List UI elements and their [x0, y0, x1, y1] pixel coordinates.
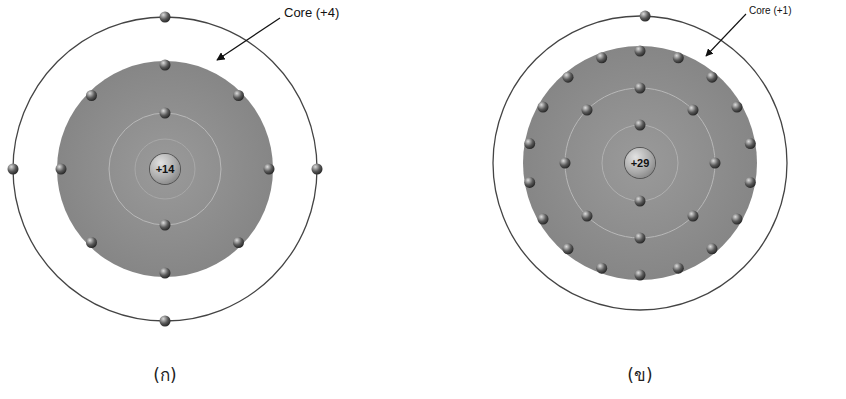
electron	[160, 316, 171, 327]
electron	[563, 72, 574, 83]
figure-label: (ข)	[627, 366, 652, 385]
atom-core	[57, 61, 273, 277]
electron	[582, 105, 593, 116]
electron	[160, 220, 171, 231]
inner-orbit	[565, 88, 715, 238]
electron	[160, 12, 171, 23]
core-label: Core (+4)	[284, 6, 339, 20]
electron	[635, 83, 646, 94]
electron	[640, 11, 651, 22]
electron	[635, 233, 646, 244]
electron	[264, 164, 275, 175]
electron	[707, 72, 718, 83]
inner-orbit	[135, 139, 195, 199]
electron	[56, 164, 67, 175]
electron	[160, 108, 171, 119]
electron	[563, 243, 574, 254]
leader-line	[706, 14, 746, 56]
atom-core	[523, 46, 757, 280]
electron	[635, 270, 646, 281]
valence-orbit	[13, 17, 317, 321]
electron	[710, 158, 721, 169]
electron	[538, 214, 549, 225]
nucleus-circle: +14	[150, 154, 180, 184]
inner-orbit	[109, 113, 221, 225]
electron	[560, 158, 571, 169]
electron	[596, 263, 607, 274]
electron	[596, 52, 607, 63]
electron	[732, 102, 743, 113]
electron	[688, 211, 699, 222]
electron	[160, 60, 171, 71]
electron	[688, 105, 699, 116]
nucleus-charge: +29	[631, 158, 650, 169]
electron	[524, 177, 535, 188]
nucleus-charge: +14	[156, 164, 175, 175]
core-label: Core (+1)	[749, 5, 792, 16]
electron	[524, 138, 535, 149]
electron	[635, 46, 646, 57]
electron	[233, 237, 244, 248]
electron	[582, 211, 593, 222]
electron	[673, 52, 684, 63]
inner-orbit	[602, 125, 678, 201]
electron	[86, 237, 97, 248]
electron	[745, 138, 756, 149]
electron	[312, 164, 323, 175]
electron	[86, 90, 97, 101]
leader-line	[217, 18, 280, 60]
electron	[732, 214, 743, 225]
electron	[635, 196, 646, 207]
electron-group	[8, 11, 756, 327]
electron	[707, 243, 718, 254]
nucleus-circle: +29	[625, 148, 655, 178]
valence-orbit	[493, 16, 787, 310]
electron	[538, 102, 549, 113]
electron	[8, 164, 19, 175]
electron	[233, 90, 244, 101]
electron	[635, 120, 646, 131]
figure-label: (ก)	[153, 366, 176, 385]
electron	[160, 268, 171, 279]
electron	[745, 177, 756, 188]
electron	[673, 263, 684, 274]
